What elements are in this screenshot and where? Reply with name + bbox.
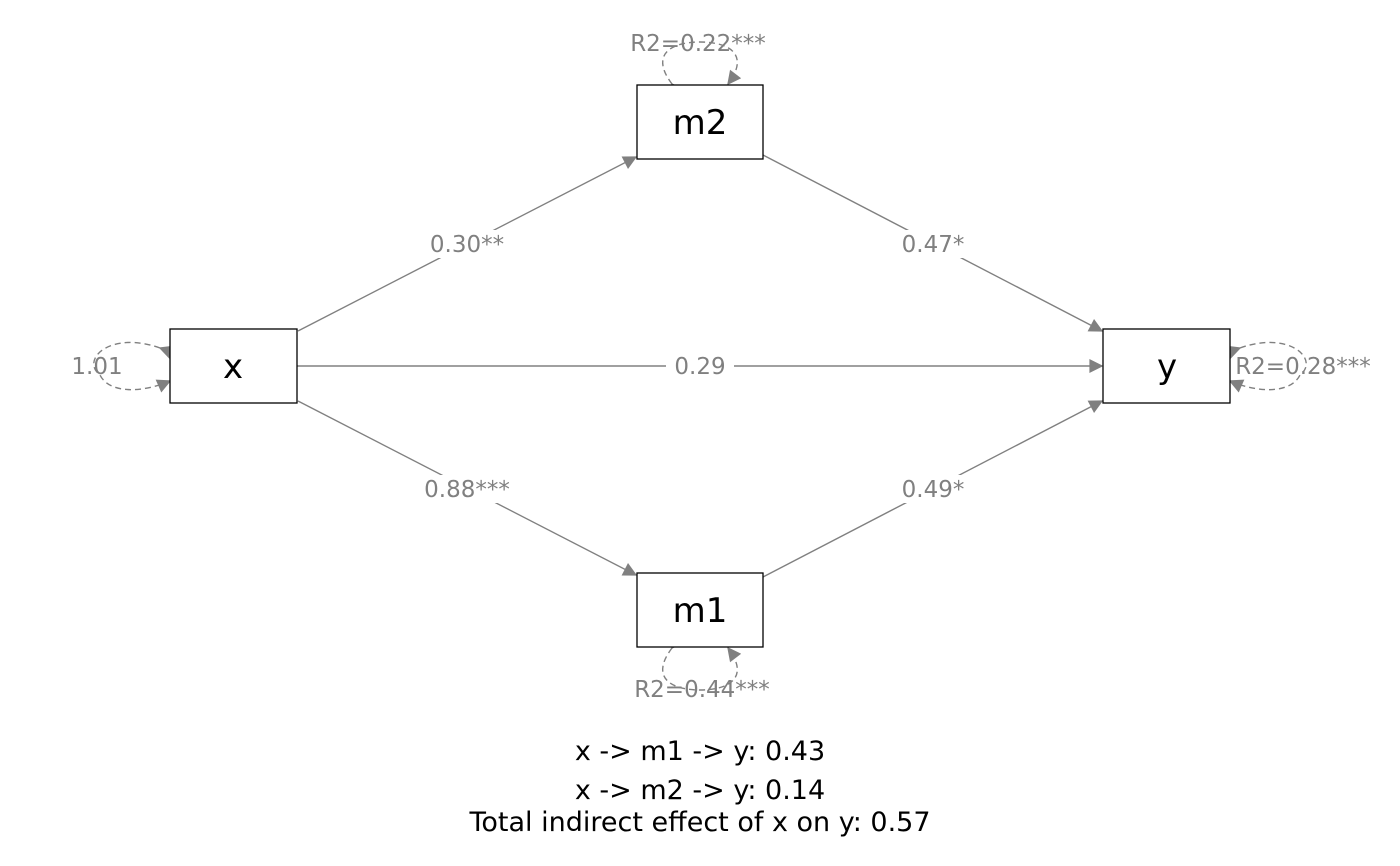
node-m2-label: m2	[673, 103, 728, 143]
indirect-effect-m1: x -> m1 -> y: 0.43	[574, 736, 826, 767]
indirect-effect-m2: x -> m2 -> y: 0.14	[574, 775, 826, 806]
variance-y-label: R2=0.28***	[1235, 354, 1371, 380]
variance-loop-m2	[661, 41, 742, 99]
coef-m2-y: 0.47*	[902, 232, 965, 258]
node-x: x	[169, 328, 298, 404]
variance-x-label: 1.01	[71, 354, 122, 380]
variance-m2-label: R2=0.22***	[630, 31, 766, 57]
node-m1-label: m1	[673, 591, 728, 631]
label-x-m1: 0.88***	[414, 475, 520, 503]
coef-x-y: 0.29	[674, 354, 725, 380]
label-x-m2: 0.30**	[423, 230, 511, 258]
variance-loop-m1	[661, 633, 742, 691]
variance-m1-label: R2=0.44***	[634, 677, 770, 703]
coef-x-m2: 0.30**	[430, 232, 504, 258]
label-m1-y: 0.49*	[896, 475, 970, 503]
node-m1: m1	[636, 572, 764, 648]
coef-m1-y: 0.49*	[902, 477, 965, 503]
node-y: y	[1102, 328, 1231, 404]
coef-x-m1: 0.88***	[424, 477, 510, 503]
label-x-y: 0.29	[666, 352, 734, 380]
total-indirect-effect: Total indirect effect of x on y: 0.57	[469, 807, 931, 838]
node-x-label: x	[223, 347, 243, 387]
node-y-label: y	[1157, 347, 1177, 387]
node-m2: m2	[636, 84, 764, 160]
label-m2-y: 0.47*	[896, 230, 970, 258]
